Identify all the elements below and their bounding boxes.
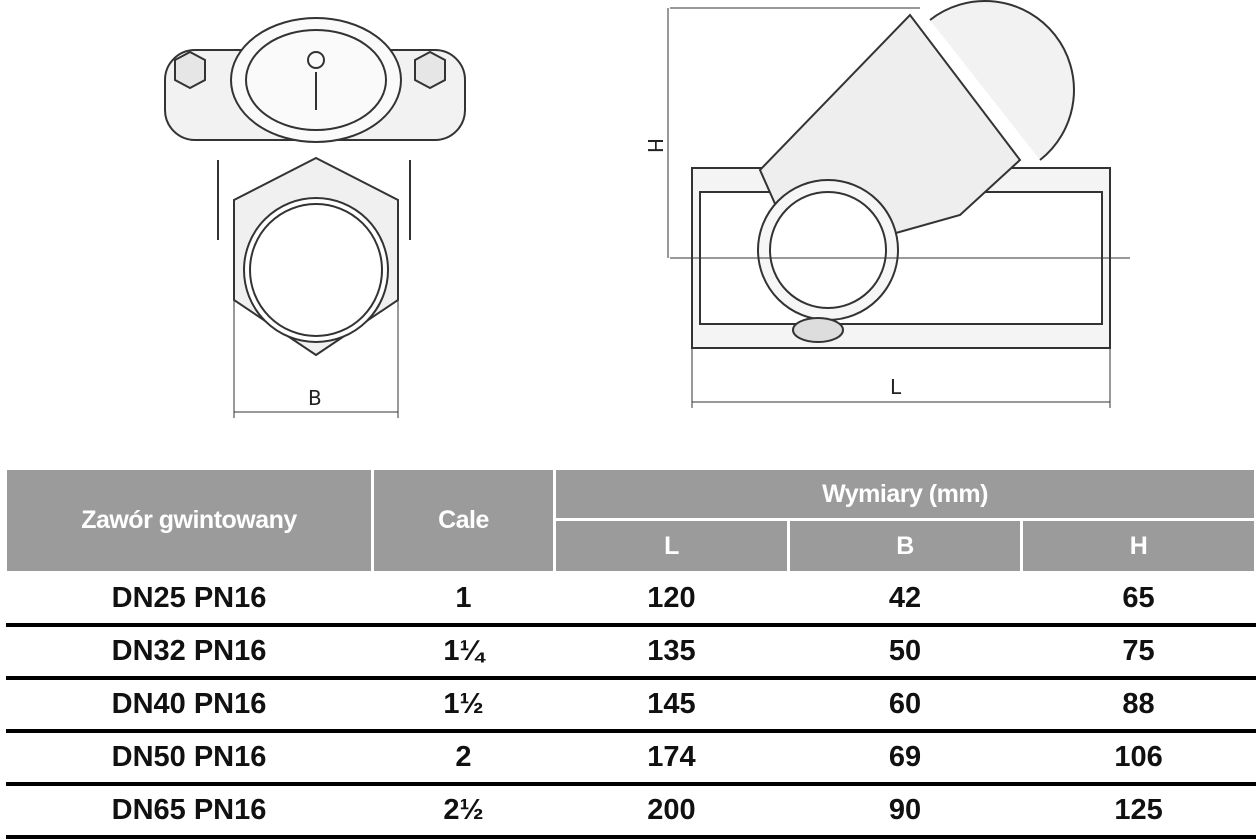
table-row: DN50 PN16 2 174 69 106 (5, 731, 1256, 786)
cell-inches: 1¼ (372, 625, 555, 680)
header-valve: Zawór gwintowany (4, 467, 374, 574)
cell-l: 174 (554, 731, 789, 786)
table-row: DN25 PN16 1 120 42 65 (5, 572, 1256, 627)
cell-b: 90 (788, 784, 1022, 839)
header-dimensions: Wymiary (mm) (552, 467, 1256, 521)
table-row: DN65 PN16 2½ 200 90 125 (5, 784, 1256, 839)
cell-h: 75 (1021, 625, 1256, 680)
table-row: DN40 PN16 1½ 145 60 88 (5, 678, 1256, 733)
dimension-label-l: L (890, 375, 902, 399)
technical-drawings: B H L (164, 0, 1130, 418)
cell-inches: 2 (372, 731, 555, 786)
cell-b: 50 (788, 625, 1022, 680)
cell-l: 135 (554, 625, 789, 680)
cell-inches: 1½ (372, 678, 555, 733)
front-view-drawing (164, 17, 466, 418)
cell-b: 69 (788, 731, 1022, 786)
dimension-label-h: H (643, 138, 667, 153)
cell-b: 60 (788, 678, 1022, 733)
header-inches: Cale (371, 467, 556, 574)
cell-valve: DN65 PN16 (5, 784, 373, 839)
header-l: L (553, 518, 790, 574)
cell-h: 125 (1021, 784, 1256, 839)
dimensions-table: Zawór gwintowany Cale Wymiary (mm) L B H… (4, 467, 1256, 839)
dimension-label-b: B (308, 386, 322, 410)
cell-valve: DN50 PN16 (5, 731, 373, 786)
header-h: H (1019, 518, 1256, 574)
cell-h: 106 (1021, 731, 1256, 786)
side-view-drawing (667, 0, 1130, 408)
table-row: DN32 PN16 1¼ 135 50 75 (5, 625, 1256, 680)
cell-h: 88 (1021, 678, 1256, 733)
cell-l: 120 (554, 572, 789, 627)
cell-l: 200 (554, 784, 789, 839)
cell-valve: DN25 PN16 (5, 572, 373, 627)
cell-h: 65 (1021, 572, 1256, 627)
cell-l: 145 (554, 678, 789, 733)
cell-valve: DN32 PN16 (5, 625, 373, 680)
cell-valve: DN40 PN16 (5, 678, 373, 733)
cell-b: 42 (788, 572, 1022, 627)
header-b: B (787, 518, 1023, 574)
cell-inches: 2½ (372, 784, 555, 839)
cell-inches: 1 (372, 572, 555, 627)
